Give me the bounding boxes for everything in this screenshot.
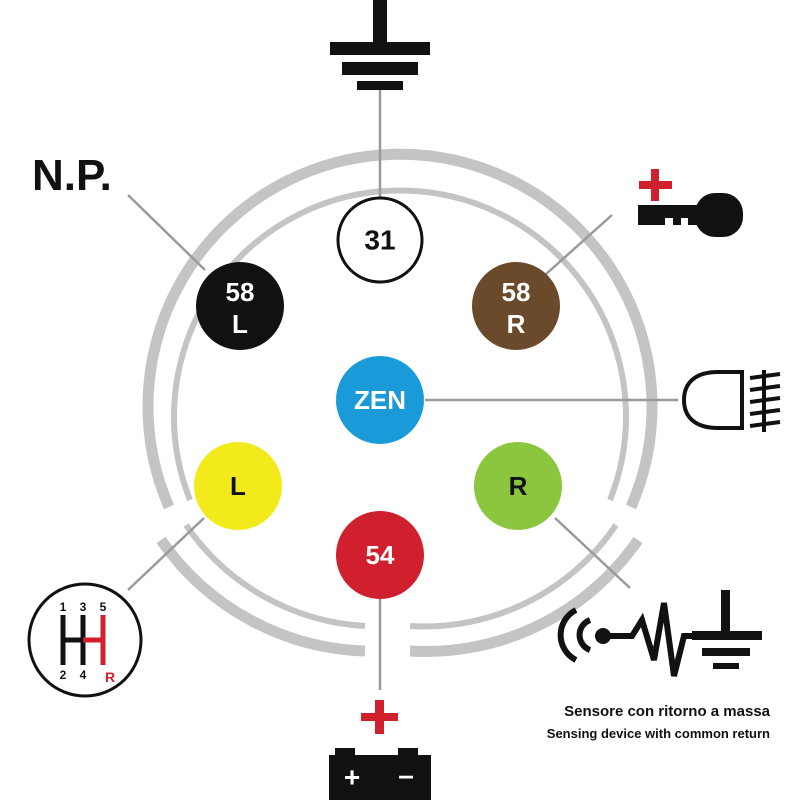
inner-ring-upper	[171, 187, 629, 502]
battery-icon: + –	[329, 700, 431, 800]
pin-54-circle	[336, 511, 424, 599]
pin-58r-label-number: 58	[502, 277, 531, 307]
battery-minus-label: –	[398, 760, 414, 791]
outer-ring-upper	[142, 148, 658, 510]
np-label: N.P.	[32, 151, 112, 200]
pin-58r: 58 R	[472, 262, 560, 350]
pin-l-label: L	[230, 471, 246, 501]
pin-31-label: 31	[364, 225, 395, 256]
pin-l-circle	[194, 442, 282, 530]
gear-number-4: 4	[80, 668, 87, 682]
gear-number-1: 1	[60, 600, 67, 614]
pin-54: 54	[336, 511, 424, 599]
battery-plus-label: +	[344, 762, 360, 793]
line-58r-key	[544, 214, 613, 276]
fog-light-icon	[681, 370, 781, 432]
pin-58l-circle	[196, 262, 284, 350]
gear-number-5: 5	[100, 600, 107, 614]
pin-58l-label-side: L	[232, 309, 248, 339]
pin-l: L	[194, 442, 282, 530]
connection-lines	[127, 90, 678, 690]
pin-58r-label-side: R	[507, 309, 526, 339]
pin-r: R	[474, 442, 562, 530]
sensor-caption-italian: Sensore con ritorno a massa	[564, 703, 771, 720]
line-l-gear	[127, 517, 205, 591]
sensor-caption-english: Sensing device with common return	[547, 726, 770, 741]
sensor-icon	[557, 590, 762, 677]
pin-54-label: 54	[366, 540, 395, 570]
pin-31-circle	[336, 196, 424, 284]
inner-ring-lower	[183, 523, 366, 629]
gear-number-2: 2	[60, 668, 67, 682]
pin-58l-label-number: 58	[226, 277, 255, 307]
gear-reverse-label: R	[105, 669, 115, 685]
pin-31: 31	[336, 196, 424, 284]
inner-ring-lower-right	[409, 523, 619, 630]
pin-58l: 58 L	[196, 262, 284, 350]
line-r-sensor	[554, 517, 631, 589]
pin-58r-circle	[472, 262, 560, 350]
gear-number-3: 3	[80, 600, 87, 614]
pin-zen: ZEN	[336, 356, 424, 444]
connector-rings	[142, 148, 658, 657]
line-58l-np	[127, 194, 206, 271]
outer-ring-lower-right	[409, 536, 643, 657]
pin-r-circle	[474, 442, 562, 530]
pin-r-label: R	[509, 471, 528, 501]
ground-icon	[330, 0, 430, 90]
pin-zen-circle	[336, 356, 424, 444]
gear-shift-icon: 1 3 5 2 4 R	[27, 582, 143, 698]
pin-zen-label: ZEN	[354, 385, 406, 415]
outer-ring-lower	[156, 536, 366, 657]
ignition-key-icon	[638, 169, 743, 237]
